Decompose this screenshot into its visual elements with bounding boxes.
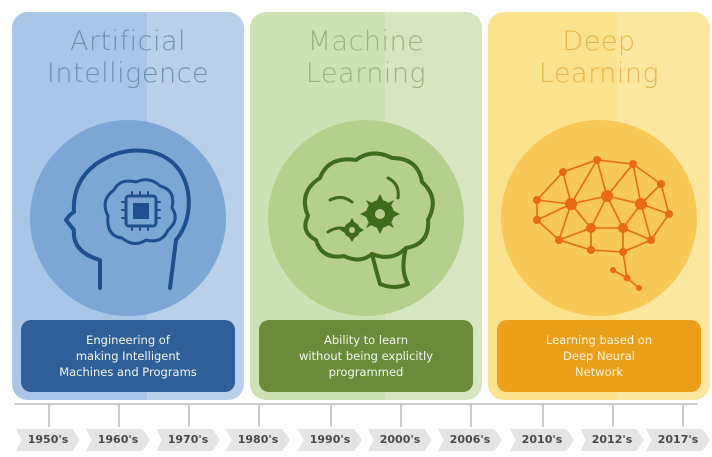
timeline-tick <box>258 403 260 427</box>
timeline-tick <box>118 403 120 427</box>
timeline-year-2012s: 2012's <box>580 429 644 451</box>
timeline-tick <box>612 403 614 427</box>
timeline-year-1960s: 1960's <box>86 429 150 451</box>
timeline-year-1980s: 1980's <box>226 429 290 451</box>
panel-title-dl: Deep Learning <box>538 26 660 89</box>
timeline-year-2006s: 2006's <box>438 429 502 451</box>
timeline-year-2000s: 2000's <box>368 429 432 451</box>
timeline-tick <box>542 403 544 427</box>
brain-gears-icon <box>303 151 435 289</box>
timeline-year-2010s: 2010's <box>510 429 574 451</box>
timeline-tick <box>188 403 190 427</box>
panel-title-ml: Machine Learning <box>305 26 427 89</box>
timeline-tick <box>330 403 332 427</box>
panel-description-dl: Learning based on Deep Neural Network <box>497 320 701 392</box>
ai-icon-circle <box>30 120 226 316</box>
timeline-tick <box>48 403 50 427</box>
dl-icon-circle <box>501 120 697 316</box>
panel-description-ml: Ability to learn without being explicitl… <box>259 320 473 392</box>
timeline-year-1950s: 1950's <box>16 429 80 451</box>
timeline-tick <box>400 403 402 427</box>
timeline-year-2017s: 2017's <box>646 429 710 451</box>
panel-title-ai: Artificial Intelligence <box>46 26 210 89</box>
head-chip-icon <box>64 148 191 290</box>
panel-deep-learning: Deep Learning Learning based on Deep Neu… <box>488 12 710 400</box>
timeline-year-1990s: 1990's <box>298 429 362 451</box>
timeline-axis <box>14 403 698 405</box>
panel-artificial-intelligence: Artificial Intelligence Engineering of m… <box>12 12 244 400</box>
timeline-tick <box>682 403 684 427</box>
neural-brain-icon <box>533 156 673 291</box>
ml-icon-circle <box>268 120 464 316</box>
timeline-year-1970s: 1970's <box>156 429 220 451</box>
timeline-tick <box>470 403 472 427</box>
panel-description-ai: Engineering of making Intelligent Machin… <box>21 320 235 392</box>
panel-machine-learning: Machine Learning Ability to learn withou… <box>250 12 482 400</box>
